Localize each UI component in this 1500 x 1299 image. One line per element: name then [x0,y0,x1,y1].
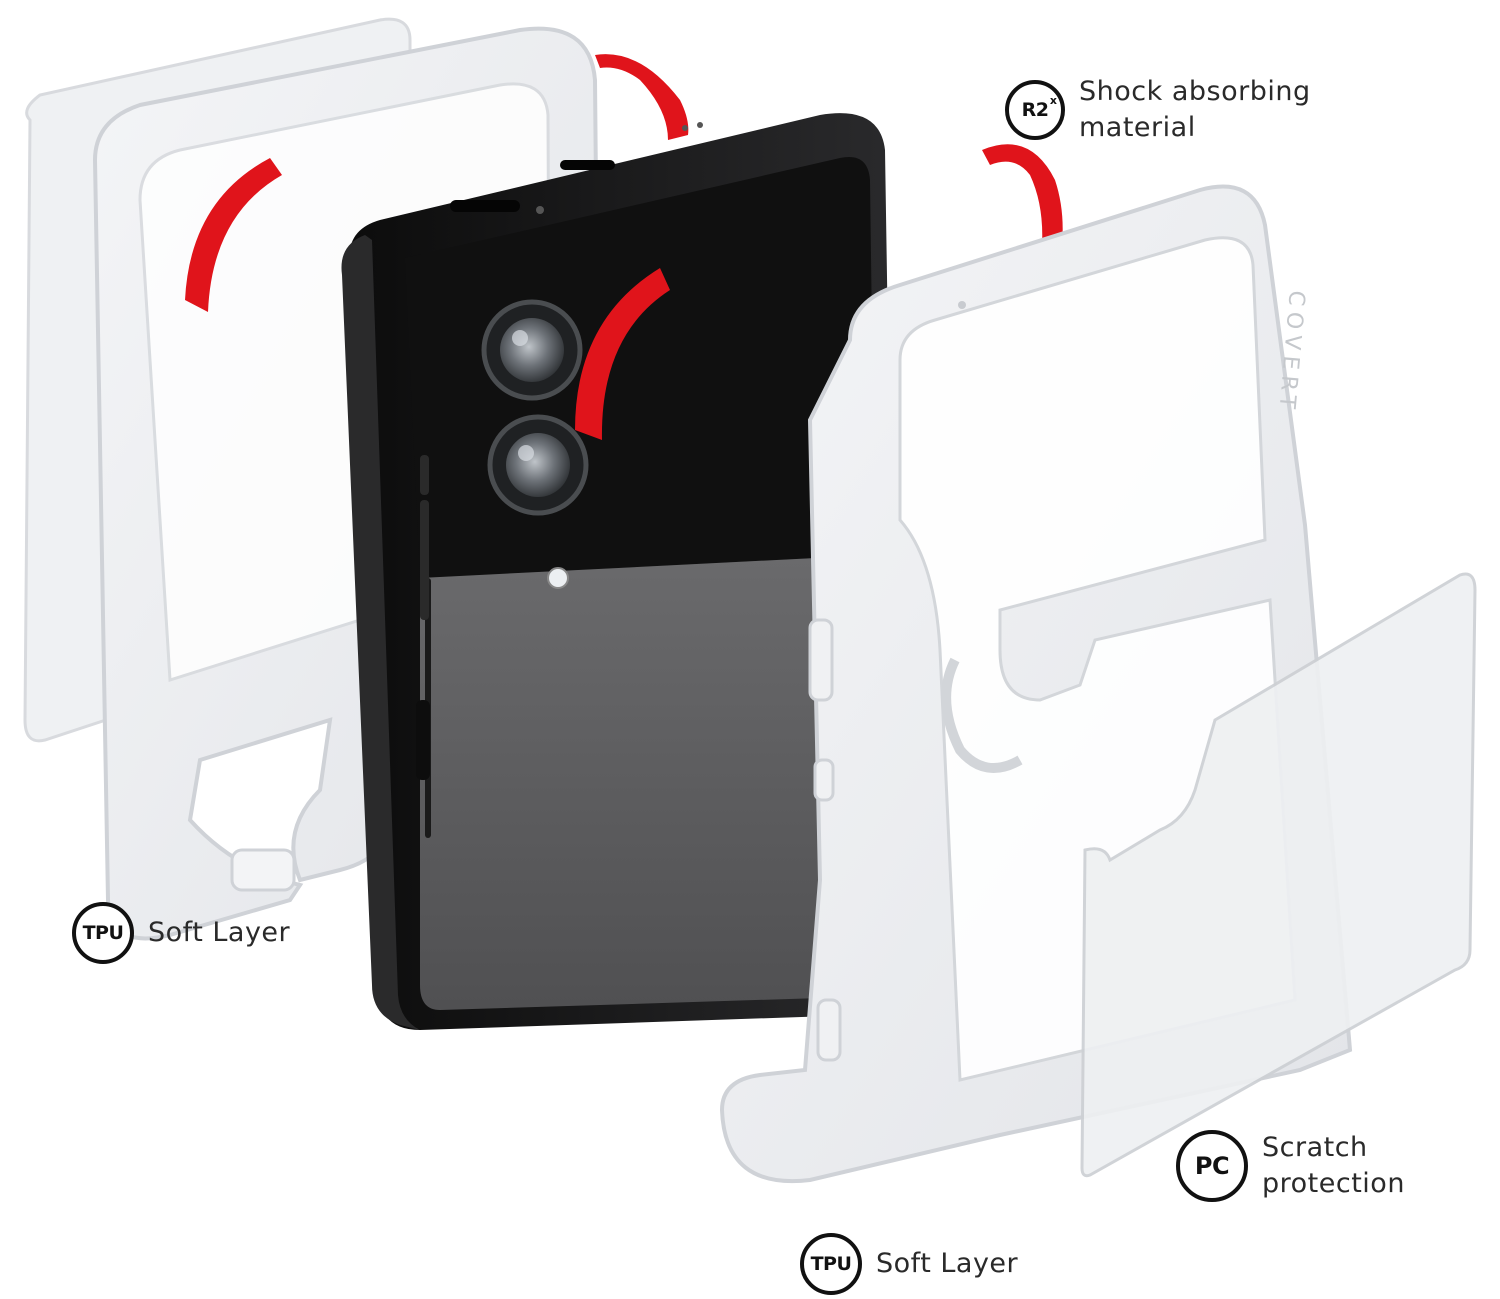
camera-lens-bottom [487,414,589,516]
callout-tpu-soft-layer-left: TPU Soft Layer [72,902,290,964]
camera-lens-top [481,299,583,401]
callout-tpu-soft-layer-bottom: TPU Soft Layer [800,1233,1018,1295]
tpu-left-label: Soft Layer [148,917,291,948]
tpu-bottom-label: Soft Layer [876,1248,1019,1279]
red-bumper-center [575,268,670,440]
pc-badge-icon: PC [1176,1130,1248,1202]
case-imprint-text: COVERT [1273,289,1309,415]
red-bumper-left [185,158,282,312]
r2x-badge-icon: R2 x [1005,80,1065,140]
callout-scratch-protection: PC Scratch protection [1176,1130,1405,1202]
pc-label-line2: protection [1262,1168,1405,1199]
tpu-badge-icon: TPU [72,902,134,964]
callout-shock-absorbing: R2 x Shock absorbing material [1005,74,1311,146]
camera-flash [547,567,569,589]
shock-label-line1: Shock absorbing [1079,76,1311,107]
red-bumper-top [595,54,689,140]
shock-label-line2: material [1079,112,1196,143]
tpu-badge-icon: TPU [800,1233,862,1295]
red-bumper-right [982,144,1063,245]
right-pc-plate [1080,572,1477,1178]
pc-label-line1: Scratch [1262,1132,1368,1163]
